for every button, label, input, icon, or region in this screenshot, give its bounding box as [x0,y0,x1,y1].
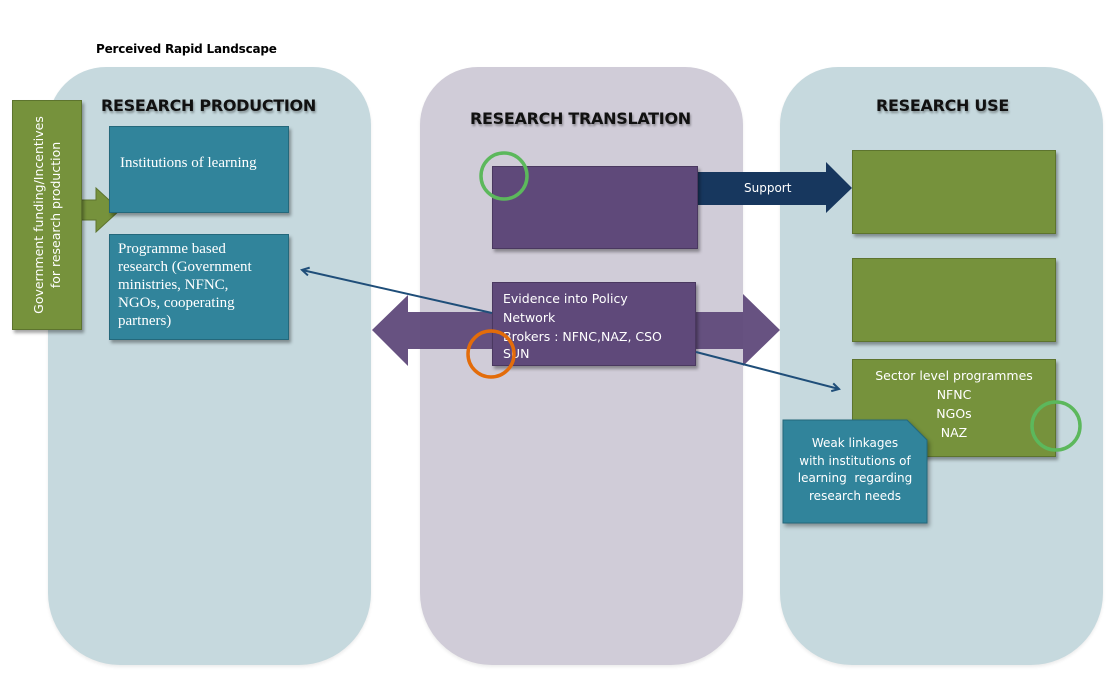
programme-based-research-box: Programme based research (Government min… [109,234,289,340]
programme-line-1: Programme based [118,241,226,257]
use-middle-box [852,258,1056,342]
heading-research-translation: RESEARCH TRANSLATION [470,109,691,128]
use-top-box [852,150,1056,234]
callout-line-4: research needs [809,488,901,503]
programme-line-5: partners) [118,313,172,329]
evidence-into-policy-network-box: Evidence into Policy Network Brokers : N… [492,282,696,366]
weak-linkages-callout: Weak linkages with institutions of learn… [783,435,927,505]
support-arrow [696,162,852,213]
funding-arrow-head [79,186,121,234]
callout-line-2: with institutions of [799,453,911,468]
funding-incentives-box: Government funding/Incentives for resear… [12,100,82,330]
funding-line-2: for research production [48,141,63,289]
institutions-of-learning-box: Institutions of learning [109,126,289,213]
sector-line-4: NAZ [940,425,968,440]
translation-top-box [492,166,698,249]
programme-line-2: research (Government [118,259,252,275]
programme-line-4: NGOs, cooperating [118,295,235,311]
callout-line-3: learning regarding [797,471,913,485]
sector-line-3: NGOs [936,406,972,421]
network-line-4: SUN [503,346,530,361]
network-line-2: Network [503,310,556,325]
institutions-label: Institutions of learning [120,155,257,171]
heading-research-use: RESEARCH USE [876,96,1009,115]
support-arrow-label: Support [744,181,792,195]
sector-line-2: NFNC [936,387,972,402]
programme-line-3: ministries, NFNC, [118,277,229,293]
callout-line-1: Weak linkages [811,436,899,450]
funding-line-1: Government funding/Incentives [31,116,46,314]
sector-line-1: Sector level programmes [875,368,1033,383]
diagram-title: Perceived Rapid Landscape [96,42,277,56]
heading-research-production: RESEARCH PRODUCTION [101,96,316,115]
network-line-1: Evidence into Policy [503,291,628,306]
network-line-3: Brokers : NFNC,NAZ, CSO [503,329,662,344]
